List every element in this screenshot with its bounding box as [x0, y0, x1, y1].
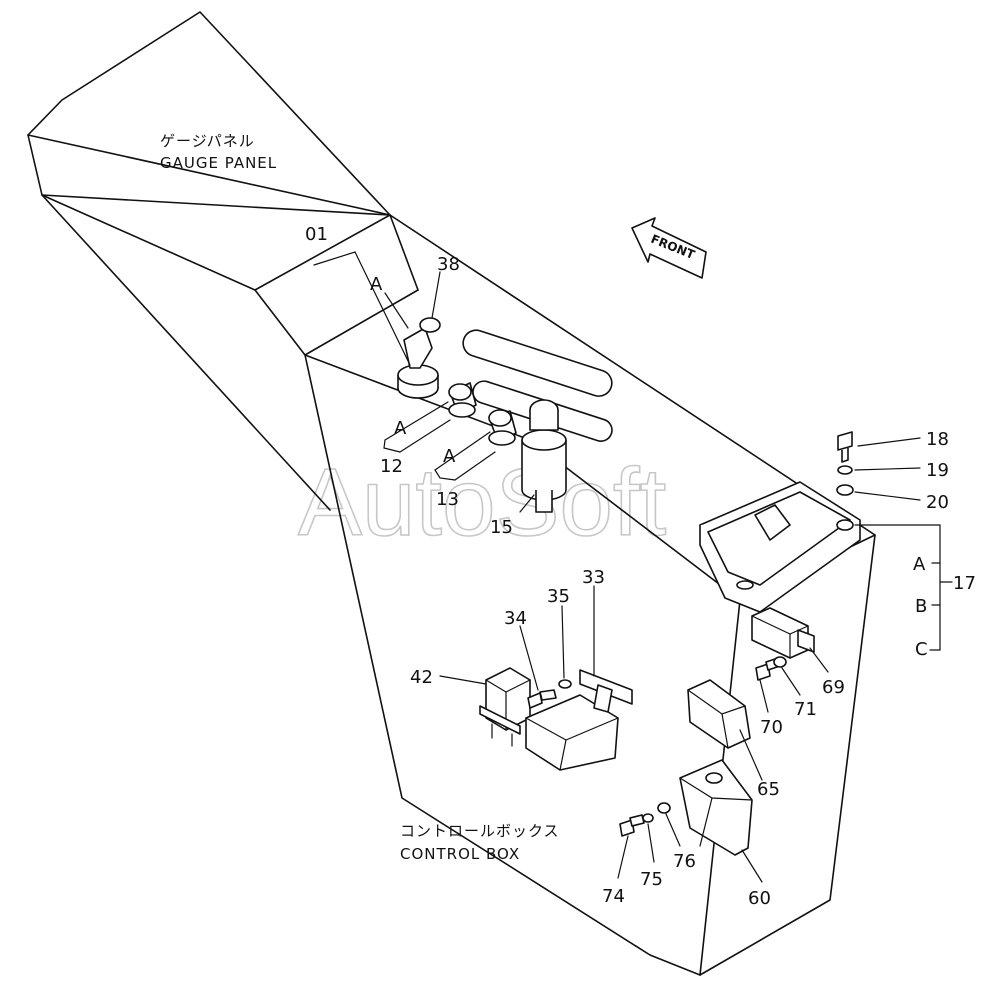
label-75: 75 [640, 869, 663, 890]
label-c-17: C [915, 639, 928, 660]
label-71: 71 [794, 699, 817, 720]
label-a-12: A [394, 418, 407, 439]
label-76: 76 [673, 851, 696, 872]
label-74: 74 [602, 886, 625, 907]
relay-42 [439, 667, 531, 747]
label-69: 69 [822, 677, 845, 698]
relay-69 [751, 607, 829, 673]
front-direction-arrow: FRONT [631, 217, 707, 279]
flasher-60 [679, 759, 763, 883]
label-17: 17 [953, 573, 976, 594]
gauge-panel-caption-jp: ゲージパネル [160, 132, 255, 150]
knob-leaders [383, 401, 496, 481]
label-13: 13 [436, 489, 459, 510]
knob-12 [448, 382, 477, 418]
switch-panel-leaders [854, 437, 953, 651]
control-box-caption-en: CONTROL BOX [400, 845, 520, 863]
washer-76 [657, 802, 671, 814]
label-15: 15 [490, 517, 513, 538]
label-12: 12 [380, 456, 403, 477]
watermark: AutoSoft [298, 449, 666, 556]
knob-13 [488, 409, 517, 446]
washer-20 [836, 484, 854, 496]
cylinder-switch-15 [519, 399, 567, 513]
lock-washer-19 [837, 465, 853, 475]
label-20: 20 [926, 492, 949, 513]
washer-71-leader [781, 667, 801, 696]
label-a-17: A [913, 554, 926, 575]
label-42: 42 [410, 667, 433, 688]
gauge-panel-caption-en: GAUGE PANEL [160, 154, 277, 172]
label-19: 19 [926, 460, 949, 481]
washer-76-leader [665, 813, 681, 847]
label-33: 33 [582, 567, 605, 588]
key-switch-leaders [313, 251, 441, 366]
boot-65 [687, 679, 763, 781]
label-a-13: A [443, 446, 456, 467]
label-60: 60 [748, 888, 771, 909]
screw-18 [837, 431, 853, 463]
label-65: 65 [757, 779, 780, 800]
label-34: 34 [504, 608, 527, 629]
washer-71 [773, 656, 787, 668]
washer-35 [558, 679, 572, 689]
control-box-caption-jp: コントロールボックス [400, 822, 560, 840]
label-38: 38 [437, 254, 460, 275]
label-18: 18 [926, 429, 949, 450]
lock-washer-75 [642, 813, 654, 823]
screw-70 [755, 657, 781, 713]
screw-34 [527, 689, 557, 709]
label-a-key: A [370, 274, 383, 295]
label-35: 35 [547, 586, 570, 607]
screw-74 [617, 814, 645, 879]
relay-block-33 [525, 669, 633, 771]
label-70: 70 [760, 717, 783, 738]
label-01: 01 [305, 224, 328, 245]
switch-panel-17 [699, 481, 861, 613]
control-box-body [304, 354, 876, 976]
washer-75-leader [647, 823, 655, 863]
label-b-17: B [915, 596, 927, 617]
key-switch [397, 317, 441, 399]
relay-block-leaders [519, 585, 595, 691]
